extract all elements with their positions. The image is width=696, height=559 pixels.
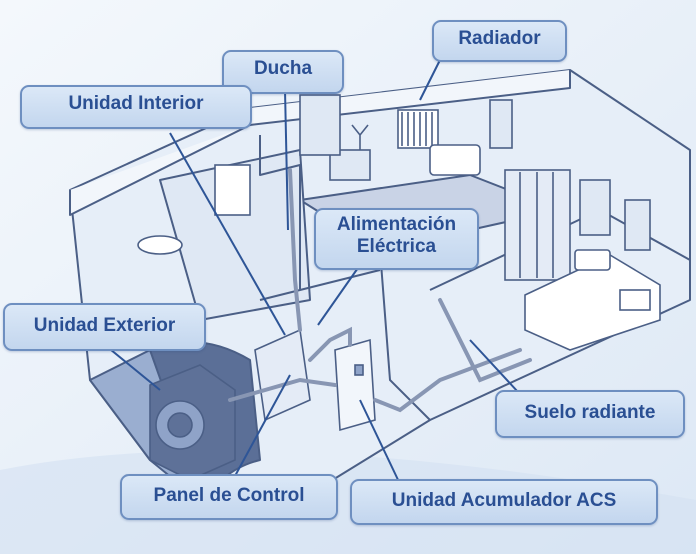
sofa-shape bbox=[429, 144, 481, 176]
label-ducha-text: Ducha bbox=[253, 58, 313, 79]
label-panel-control: Panel de Control bbox=[120, 474, 338, 520]
label-acumulador-text: Unidad Acumulador ACS bbox=[391, 490, 617, 511]
label-suelo-radiante-text: Suelo radiante bbox=[524, 402, 656, 423]
label-unidad-exterior: Unidad Exterior bbox=[3, 303, 206, 351]
window-shape bbox=[299, 94, 341, 156]
label-unidad-interior-text: Unidad Interior bbox=[68, 93, 204, 114]
sink-shape bbox=[137, 235, 183, 255]
label-unidad-interior: Unidad Interior bbox=[20, 85, 252, 129]
furniture bbox=[137, 94, 661, 481]
label-suelo-radiante: Suelo radiante bbox=[495, 390, 685, 438]
label-alimentacion-line2: Eléctrica bbox=[356, 236, 437, 257]
indoor-unit-shape bbox=[254, 328, 311, 422]
label-alimentacion-line1: Alimentación bbox=[336, 214, 457, 235]
label-radiador-text: Radiador bbox=[458, 28, 541, 49]
label-unidad-exterior-text: Unidad Exterior bbox=[33, 315, 176, 336]
label-alimentacion-electrica: Alimentación Eléctrica bbox=[314, 208, 479, 270]
acs-tank-shape bbox=[334, 338, 376, 432]
shower-shape bbox=[214, 164, 251, 216]
pipes bbox=[228, 168, 532, 413]
label-unidad-acumulador-acs: Unidad Acumulador ACS bbox=[350, 479, 658, 525]
label-radiador: Radiador bbox=[432, 20, 567, 62]
leader-lines bbox=[104, 59, 519, 485]
label-panel-control-text: Panel de Control bbox=[153, 485, 305, 506]
